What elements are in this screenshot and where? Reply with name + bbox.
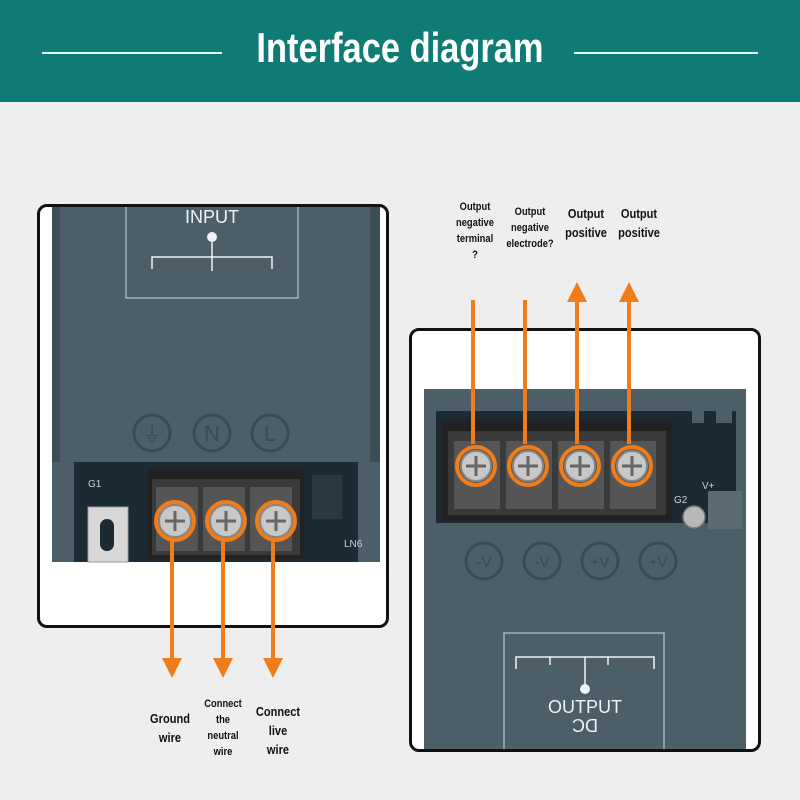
page-title: Interface diagram <box>256 24 544 71</box>
input-label: INPUT <box>185 207 239 227</box>
device-body <box>52 207 380 462</box>
input-screws <box>154 500 297 542</box>
output-terminal-illustration: G2 V+ <box>424 389 746 749</box>
side-mark-g1: G1 <box>88 479 102 490</box>
output-label-frame <box>503 632 665 749</box>
input-label-frame <box>125 207 299 299</box>
output-label: OUTPUT <box>548 697 622 717</box>
plus-v-symbol-1: +V <box>591 554 610 571</box>
terminal-symbol-row: ⏚ N L <box>132 413 290 453</box>
output-screws <box>455 445 653 487</box>
label-output-positive-2: Output positive <box>618 206 660 240</box>
live-symbol: L <box>264 421 276 446</box>
output-terminal-photo: G2 V+ <box>409 328 761 752</box>
label-output-negative-electrode: Output negative electrode? <box>506 206 554 250</box>
device-lower-body <box>424 529 746 749</box>
side-mark-vplus: V+ <box>702 481 715 492</box>
minus-v-symbol-2: -V <box>535 554 550 571</box>
minus-v-symbol-1: -V <box>477 554 492 571</box>
plus-v-symbol-2: +V <box>649 554 668 571</box>
banner-line-left <box>42 52 222 54</box>
label-output-positive-1: Output positive <box>565 206 607 240</box>
header-banner: Interface diagram <box>0 0 800 102</box>
label-live-wire: Connect live wire <box>255 704 301 757</box>
banner-line-right <box>574 52 758 54</box>
input-terminal-illustration: INPUT ⏚ N L G1 LN6 <box>52 207 380 563</box>
label-neutral-wire: Connect the neutral wire <box>204 698 242 758</box>
side-mark-ln6: LN6 <box>344 539 363 550</box>
label-ground-wire: Ground wire <box>150 711 190 745</box>
dc-label: DC <box>572 715 598 735</box>
neutral-symbol: N <box>204 421 220 446</box>
side-mark-g2: G2 <box>674 495 688 506</box>
output-symbol-row: -V -V +V +V <box>464 541 678 581</box>
ground-symbol: ⏚ <box>142 422 162 446</box>
label-output-negative-terminal: Output negative terminal ? <box>456 201 494 261</box>
input-terminal-photo: INPUT ⏚ N L G1 LN6 <box>37 204 389 628</box>
